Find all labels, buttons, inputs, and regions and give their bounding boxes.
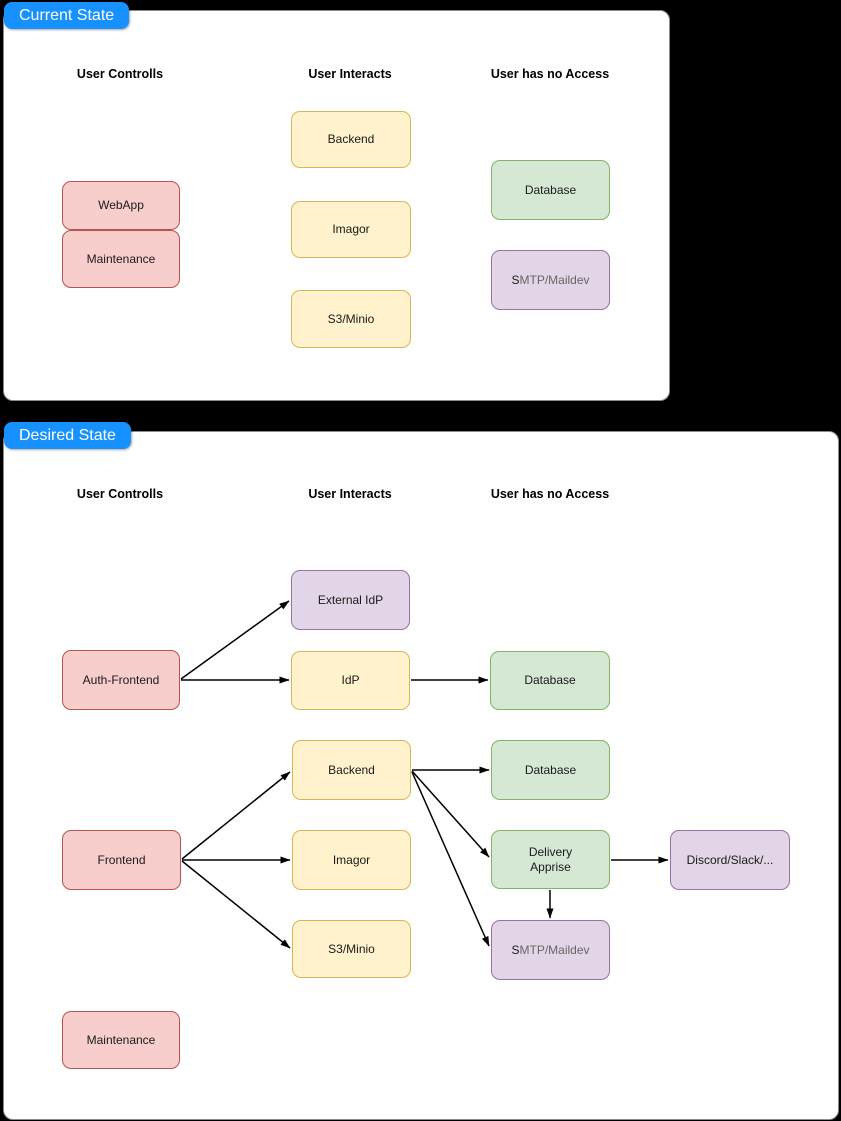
node-idp: IdP	[291, 651, 410, 710]
node-discord-slack: Discord/Slack/...	[670, 830, 790, 890]
node-external-idp: External IdP	[291, 570, 410, 630]
node-database-1: Database	[490, 651, 610, 710]
node-imagor: Imagor	[292, 830, 411, 890]
node-current-database: Database	[491, 160, 610, 220]
node-current-s3-minio: S3/Minio	[291, 290, 411, 348]
column-header-3: User has no Access	[490, 67, 610, 81]
node-current-maintenance: Maintenance	[62, 230, 180, 288]
node-frontend: Frontend	[62, 830, 181, 890]
column-header-1: User Controlls	[76, 67, 164, 81]
node-database-2: Database	[491, 740, 610, 800]
node-auth-frontend: Auth-Frontend	[62, 650, 180, 710]
node-label-run: MTP/Maildev	[519, 272, 590, 287]
column-header-2: User Interacts	[308, 67, 392, 81]
node-current-imagor: Imagor	[291, 201, 411, 258]
node-current-backend: Backend	[291, 111, 411, 168]
node-label-run: S	[511, 942, 520, 957]
node-delivery-apprise: Delivery Apprise	[491, 830, 610, 889]
column-header-3: User has no Access	[490, 487, 610, 501]
node-label-run: MTP/Maildev	[519, 942, 590, 957]
node-s3-minio: S3/Minio	[292, 920, 411, 978]
column-header-1: User Controlls	[76, 487, 164, 501]
tab-desired-state: Desired State	[4, 422, 131, 449]
node-backend: Backend	[292, 740, 411, 800]
node-maintenance: Maintenance	[62, 1011, 180, 1069]
node-label-run: S	[511, 272, 520, 287]
node-current-webapp: WebApp	[62, 181, 180, 230]
column-header-2: User Interacts	[308, 487, 392, 501]
tab-current-state: Current State	[4, 2, 130, 29]
